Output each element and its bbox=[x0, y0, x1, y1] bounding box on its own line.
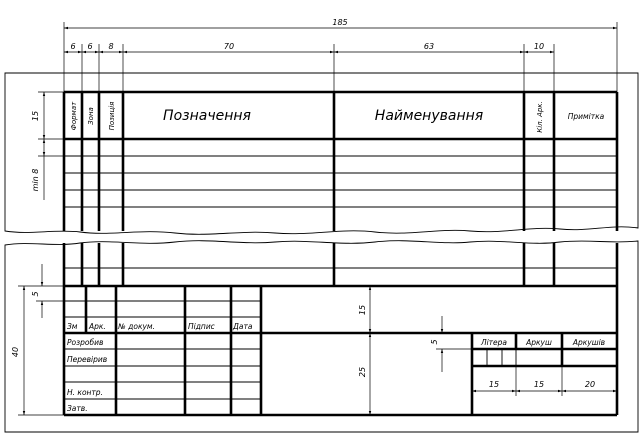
header-pos: Позиція bbox=[108, 102, 116, 131]
dim-col-format: 6 bbox=[70, 42, 75, 51]
spec-table-lower bbox=[62, 243, 619, 415]
sheet-upper-outline bbox=[4, 72, 639, 235]
stamp-change: Зм bbox=[67, 322, 78, 331]
stamp-doc-no: № докум. bbox=[117, 322, 155, 331]
header-qty: Кіл. Арк. bbox=[536, 101, 544, 133]
dim-bottom-15b: 15 bbox=[534, 380, 544, 389]
dim-header-height: 15 bbox=[31, 111, 40, 121]
stamp-sheet-no: Аркуш bbox=[525, 338, 552, 347]
dim-stamp-upper: 15 bbox=[358, 305, 367, 315]
spec-table-upper bbox=[62, 90, 619, 231]
title-block bbox=[64, 284, 617, 417]
stamp-sheets: Аркушів bbox=[572, 338, 605, 347]
dim-stamp-height: 40 bbox=[11, 347, 20, 357]
stamp-signature: Підпис bbox=[188, 322, 216, 331]
stamp-approved: Затв. bbox=[67, 404, 88, 413]
dim-total-width: 185 bbox=[332, 18, 347, 27]
header-designation: Позначення bbox=[163, 108, 251, 124]
dim-col-zone: 6 bbox=[87, 42, 92, 51]
dim-stamp-cell: 5 bbox=[430, 339, 439, 344]
dim-bottom-20: 20 bbox=[585, 380, 595, 389]
dimensions bbox=[18, 22, 618, 416]
dim-stamp-row: 5 bbox=[31, 291, 40, 296]
dim-col-name: 63 bbox=[424, 42, 434, 51]
stamp-checked: Перевірив bbox=[67, 355, 107, 364]
dim-bottom-15: 15 bbox=[489, 380, 499, 389]
stamp-letter: Літера bbox=[480, 338, 507, 347]
stamp-norm-control: Н. контр. bbox=[67, 388, 103, 397]
dim-col-pos: 8 bbox=[108, 42, 113, 51]
dim-col-qty: 10 bbox=[534, 42, 544, 51]
header-zone: Зона bbox=[87, 107, 95, 125]
header-note: Примітка bbox=[568, 112, 605, 121]
dim-row-min: min 8 bbox=[31, 169, 40, 192]
header-name: Найменування bbox=[375, 108, 483, 124]
dim-stamp-lower: 25 bbox=[358, 367, 367, 377]
stamp-sheet: Арк. bbox=[88, 322, 106, 331]
dim-col-designation: 70 bbox=[224, 42, 234, 51]
header-format: Формат bbox=[70, 101, 78, 130]
stamp-date: Дата bbox=[232, 322, 253, 331]
sheet-lower-outline bbox=[4, 240, 639, 433]
stamp-developed: Розробив bbox=[67, 338, 103, 347]
